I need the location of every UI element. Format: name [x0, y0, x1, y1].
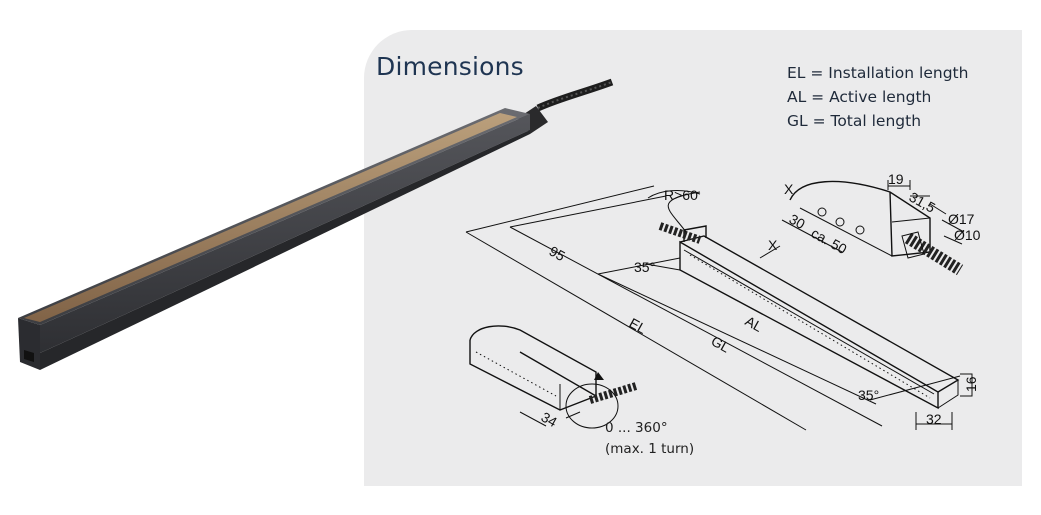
bend-radius-label: R>60	[664, 187, 698, 203]
rotation-detail-drawing	[469, 325, 638, 429]
detail-30-label: 30	[787, 211, 809, 233]
detail-x-drawing	[781, 180, 965, 276]
angle-left-label: 35°	[634, 259, 655, 275]
detail-marker-label: X	[784, 181, 794, 197]
angle-right-label: 35°	[858, 387, 879, 403]
legend-total-length: GL = Total length	[787, 112, 922, 130]
ionizer-bar-photo	[18, 78, 614, 370]
diameter-inner-label: Ø10	[954, 227, 981, 243]
detail-ca50-label: ca. 50	[809, 225, 850, 258]
view-marker-label: X	[768, 237, 778, 253]
el-label: EL	[627, 315, 650, 337]
diameter-outer-label: Ø17	[948, 211, 975, 227]
page-title: Dimensions	[376, 52, 524, 81]
main-bar-drawing	[465, 185, 973, 431]
offset-95-label: 95	[547, 243, 569, 265]
gl-label: GL	[709, 333, 733, 356]
rotation-range: 0 ... 360°	[605, 420, 668, 436]
al-label: AL	[743, 313, 766, 335]
height-16-label: 16	[963, 376, 979, 392]
rotation-note: (max. 1 turn)	[605, 441, 695, 457]
cable-34-label: 34	[539, 409, 561, 431]
detail-31-5-label: 31,5	[907, 189, 939, 216]
legend-installation-length: EL = Installation length	[787, 64, 969, 82]
dimensions-panel	[364, 30, 1022, 486]
detail-19-label: 19	[888, 171, 904, 187]
legend-active-length: AL = Active length	[787, 88, 932, 106]
width-32-label: 32	[926, 411, 942, 427]
